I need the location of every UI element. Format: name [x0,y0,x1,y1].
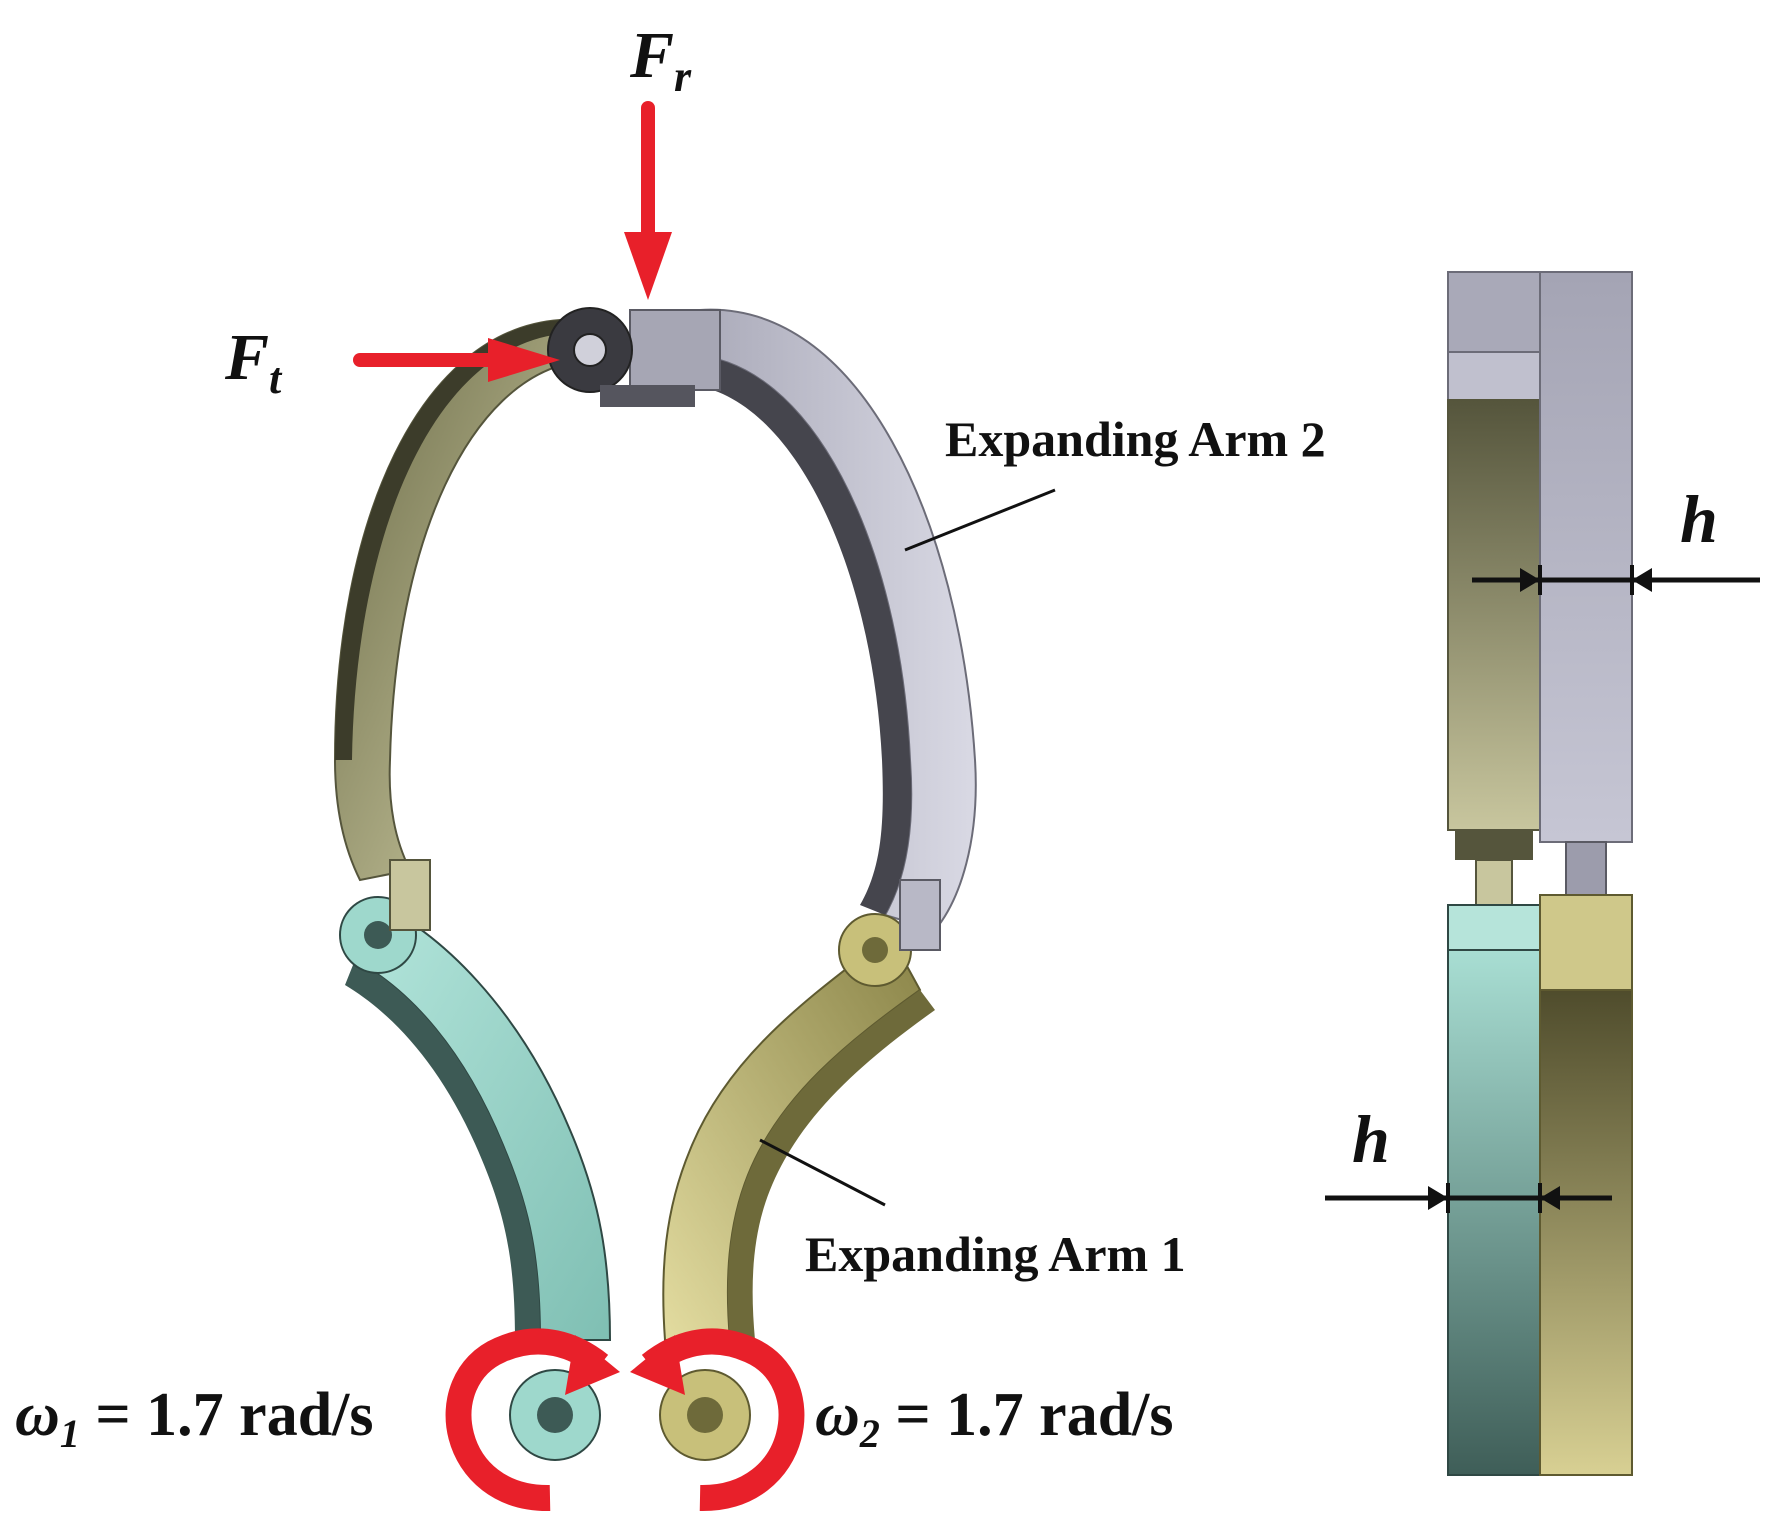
thickness-label-bottom: h [1352,1101,1390,1177]
side-view [1447,271,1633,1476]
expanding-arm-2-shape [688,308,977,932]
expanding-arm-1-label: Expanding Arm 1 [805,1226,1186,1282]
expanding-arm-1-dark-face [727,990,935,1340]
side-upper-right-column [1539,271,1633,843]
mechanism-3d-view [333,307,977,1461]
thickness-dimension-top [1472,565,1760,595]
arm-2-leader-line [904,488,1056,552]
left-link [389,859,431,931]
tangential-force-label: Ft [225,321,282,403]
radial-force-label: Fr [630,19,692,101]
thickness-label-top: h [1680,481,1718,557]
arm-1-leader-line [759,1138,886,1207]
omega-2-label: ω2 = 1.7 rad/s [815,1381,1174,1456]
upper-left-arm-dark-edge [335,320,560,760]
tangential-force-arrow [353,338,560,382]
side-upper-left-column [1447,399,1541,831]
omega-1-label: ω1 = 1.7 rad/s [15,1381,374,1456]
side-lower-left-column [1447,949,1541,1476]
rotation-arrow-2 [630,1328,805,1512]
expanding-arm-2-label: Expanding Arm 2 [945,411,1326,467]
right-link [899,879,941,951]
rotation-arrow-1 [445,1328,620,1512]
lower-left-teal-arm-dark-face [345,960,540,1340]
expanding-arm-2-inner-face [690,355,912,915]
upper-left-arm-shape [333,318,577,882]
top-joint [547,307,721,407]
thickness-dimension-bottom [1325,1183,1612,1213]
radial-force-arrow [624,101,672,300]
side-lower-right-column [1539,989,1633,1476]
